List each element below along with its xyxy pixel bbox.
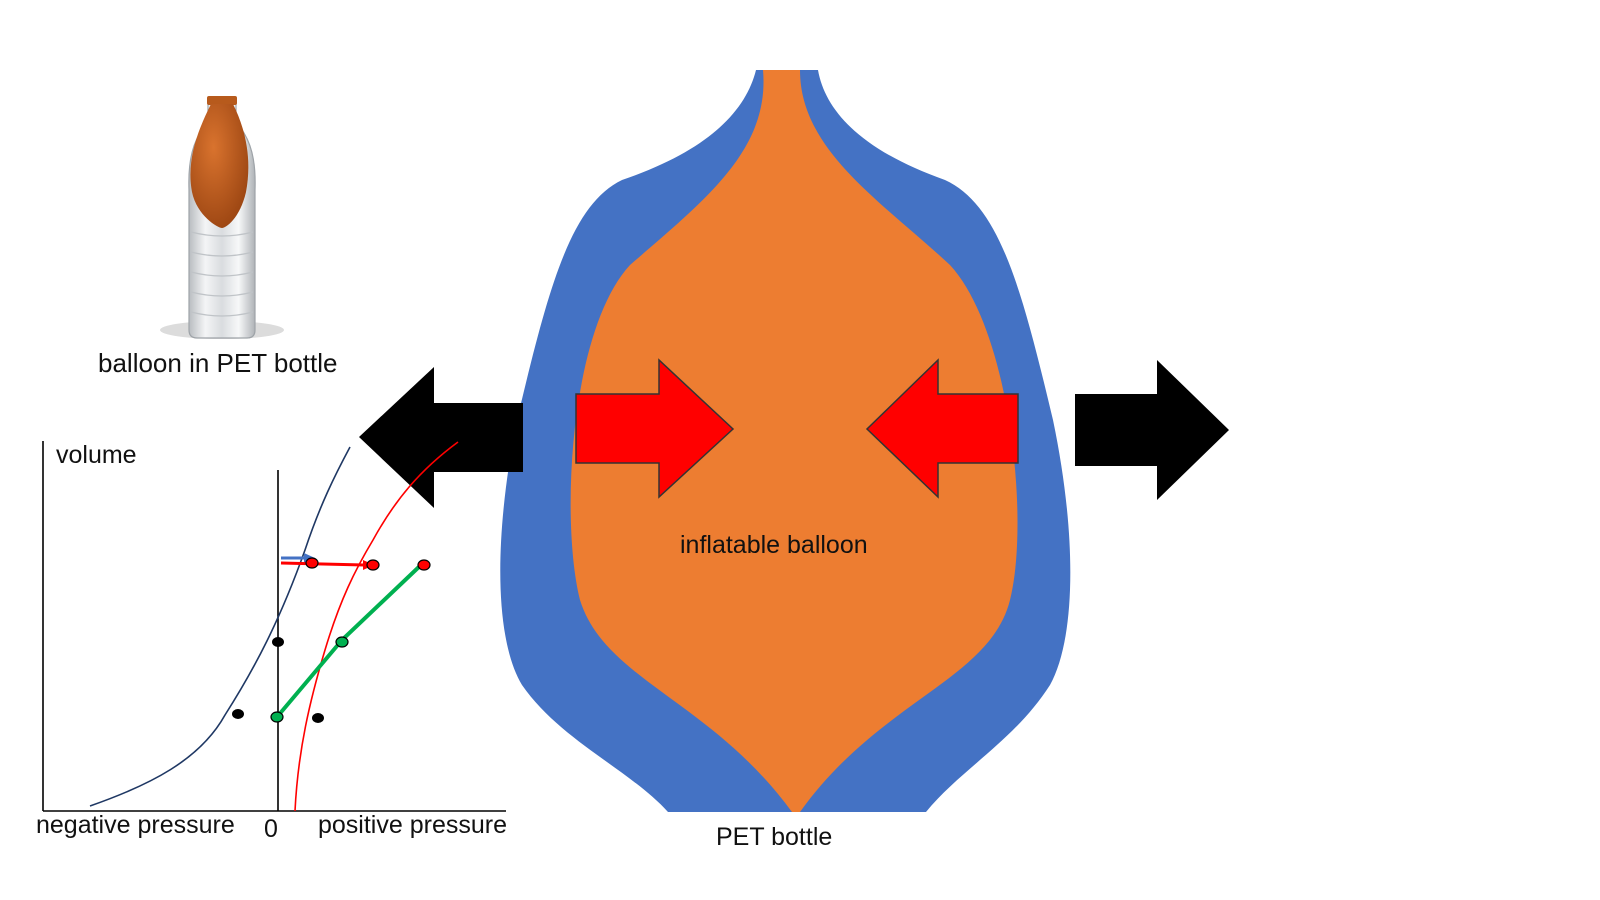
bottle-label: PET bottle xyxy=(716,823,833,851)
point-green xyxy=(270,711,284,723)
bottle-compliance-curve xyxy=(89,446,351,807)
green-path xyxy=(275,562,424,719)
arrow-right-icon xyxy=(575,358,735,499)
photo-caption: balloon in PET bottle xyxy=(98,348,338,378)
point-black xyxy=(232,709,244,719)
point-red xyxy=(305,557,319,569)
arrow-left-icon xyxy=(865,358,1019,499)
point-black xyxy=(312,713,324,723)
balloon-image xyxy=(190,104,249,228)
arrow-right-icon xyxy=(1075,360,1229,500)
point-red xyxy=(366,559,380,571)
x-axis-negative-label: negative pressure xyxy=(36,811,235,839)
balloon-label: inflatable balloon xyxy=(680,531,868,559)
point-red xyxy=(417,559,431,571)
point-black xyxy=(272,637,284,647)
balloon-bottle-photo xyxy=(160,96,284,339)
y-axis-label: volume xyxy=(56,441,137,469)
balloon-compliance-curve xyxy=(294,441,459,812)
inflatable-balloon xyxy=(570,70,1018,812)
x-axis-positive-label: positive pressure xyxy=(318,811,507,839)
arrow-left-icon xyxy=(359,367,523,508)
x-axis-zero-label: 0 xyxy=(264,815,278,843)
pressure-volume-graph xyxy=(42,441,506,812)
point-green xyxy=(335,636,349,648)
red-shift-arrow xyxy=(280,561,365,567)
